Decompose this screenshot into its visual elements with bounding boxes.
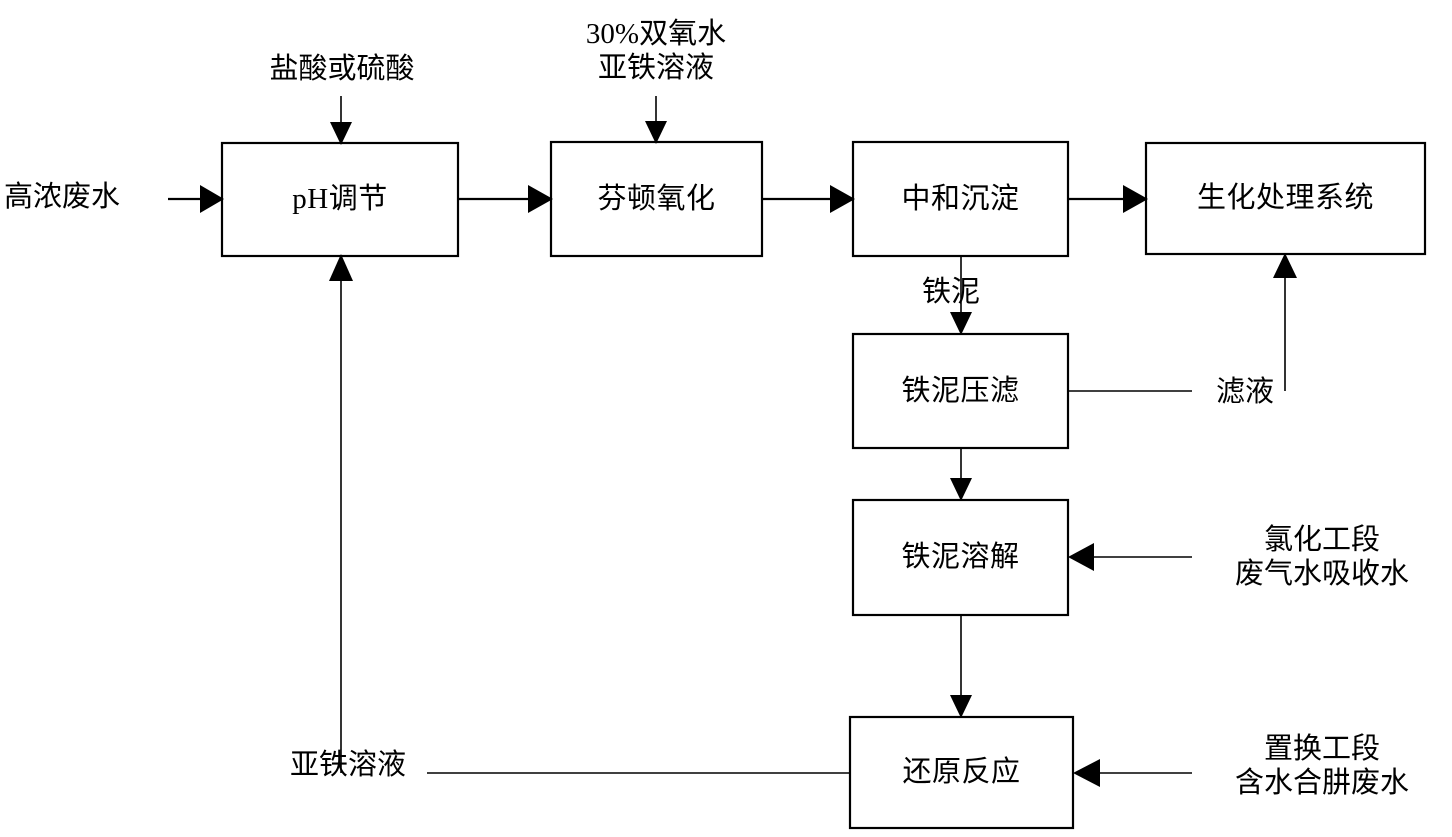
connector-reagent-to-fenton <box>645 96 667 144</box>
box-reduction-reaction[interactable] <box>848 715 1075 830</box>
box-ph-adjust[interactable] <box>220 141 460 258</box>
box-bio-treatment-system[interactable] <box>1144 141 1427 256</box>
connector-neutralize-to-press <box>950 256 972 335</box>
connector-acid-to-ph <box>330 96 352 145</box>
connector-neutralize-to-bio <box>1068 185 1148 213</box>
connector-displacement-to-reduction <box>1073 759 1192 787</box>
box-sludge-dissolution[interactable] <box>851 498 1070 617</box>
connector-dissolve-to-reduction <box>950 615 972 718</box>
connector-press-to-bio <box>1068 253 1297 392</box>
connector-ph-to-fenton <box>458 185 553 213</box>
connector-fenton-to-neutralize <box>762 185 855 213</box>
connector-influent-to-ph <box>168 185 224 213</box>
box-fenton-oxidation[interactable] <box>549 140 764 258</box>
connector-press-to-dissolve <box>950 448 972 501</box>
box-neutralize-precipitate[interactable] <box>851 140 1070 258</box>
connector-reduction-to-ph-return <box>329 254 850 774</box>
box-sludge-press-filter[interactable] <box>851 332 1070 450</box>
connector-chlorination-to-dissolve <box>1068 543 1192 571</box>
